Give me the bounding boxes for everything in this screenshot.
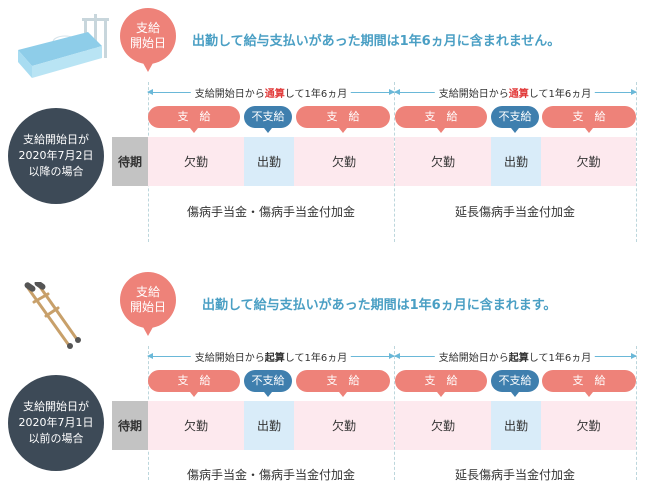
payment-pill: 支 給	[395, 106, 487, 133]
absence-cell: 欠勤	[294, 137, 394, 186]
absence-cell: 欠勤	[541, 137, 636, 186]
condition-circle: 支給開始日が 2020年7月2日 以降の場合	[8, 108, 104, 204]
range-label: 支給開始日から起算して1年6ヵ月	[190, 349, 352, 364]
nonpayment-pill: 不支給	[244, 106, 292, 133]
period-note: 出勤して給与支払いがあった期間は1年6ヵ月に含まれます。	[202, 298, 557, 313]
condition-circle: 支給開始日が 2020年7月1日 以前の場合	[8, 375, 104, 471]
benefit-label: 傷病手当金・傷病手当金付加金	[186, 205, 356, 219]
bed-icon	[18, 14, 109, 78]
attendance-cell: 出勤	[491, 137, 541, 186]
waiting-period-cell: 待期	[112, 137, 148, 186]
nonpayment-pill: 不支給	[491, 106, 539, 133]
absence-cell: 欠勤	[148, 401, 244, 450]
range-label: 支給開始日から通算して1年6ヵ月	[434, 85, 596, 100]
payment-pill: 支 給	[148, 370, 240, 397]
period-note: 出勤して給与支払いがあった期間は1年6ヵ月に含まれません。	[192, 34, 561, 49]
payment-pill: 支 給	[395, 370, 487, 397]
payment-pill: 支 給	[296, 106, 390, 133]
attendance-cell: 出勤	[244, 137, 294, 186]
absence-cell: 欠勤	[395, 401, 491, 450]
start-date-bubble: 支給 開始日	[120, 8, 176, 72]
benefit-label: 延長傷病手当金付加金	[454, 205, 576, 219]
waiting-period-cell: 待期	[112, 401, 148, 450]
divider-end	[636, 82, 637, 242]
divider-middle	[394, 82, 395, 242]
range-label: 支給開始日から通算して1年6ヵ月	[190, 85, 352, 100]
absence-cell: 欠勤	[148, 137, 244, 186]
absence-cell: 欠勤	[541, 401, 636, 450]
payment-pill: 支 給	[296, 370, 390, 397]
benefit-label: 延長傷病手当金付加金	[454, 468, 576, 482]
nonpayment-pill: 不支給	[244, 370, 292, 397]
divider-middle	[394, 346, 395, 480]
payment-pill: 支 給	[148, 106, 240, 133]
payment-pill: 支 給	[542, 106, 636, 133]
start-date-bubble: 支給 開始日	[120, 272, 176, 336]
attendance-cell: 出勤	[244, 401, 294, 450]
absence-cell: 欠勤	[395, 137, 491, 186]
attendance-cell: 出勤	[491, 401, 541, 450]
nonpayment-pill: 不支給	[491, 370, 539, 397]
crutches-icon	[24, 282, 81, 349]
absence-cell: 欠勤	[294, 401, 394, 450]
benefit-label: 傷病手当金・傷病手当金付加金	[186, 468, 356, 482]
payment-pill: 支 給	[542, 370, 636, 397]
divider-end	[636, 346, 637, 480]
range-label: 支給開始日から起算して1年6ヵ月	[434, 349, 596, 364]
